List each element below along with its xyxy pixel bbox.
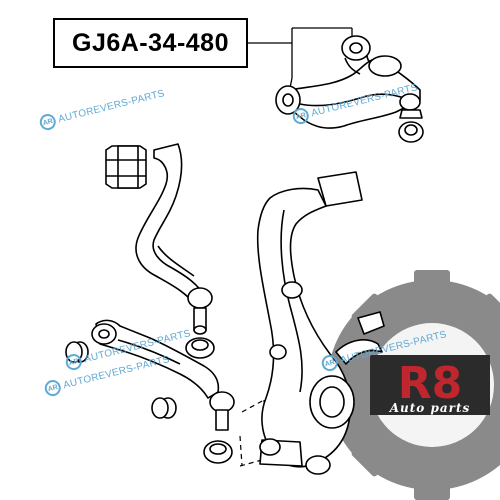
part-number-text: GJ6A-34-480 <box>72 28 229 57</box>
part-number-label: GJ6A-34-480 <box>53 18 248 68</box>
steering-knuckle <box>256 171 385 475</box>
leader-line <box>248 27 353 89</box>
tension-rod <box>135 143 215 359</box>
lower-control-arm <box>65 319 235 464</box>
arm-bushing <box>105 145 147 189</box>
r8-logo-text: R8 <box>398 358 463 409</box>
r8-logo-subtitle: Auto parts <box>389 401 471 415</box>
upper-control-arm <box>275 35 424 143</box>
